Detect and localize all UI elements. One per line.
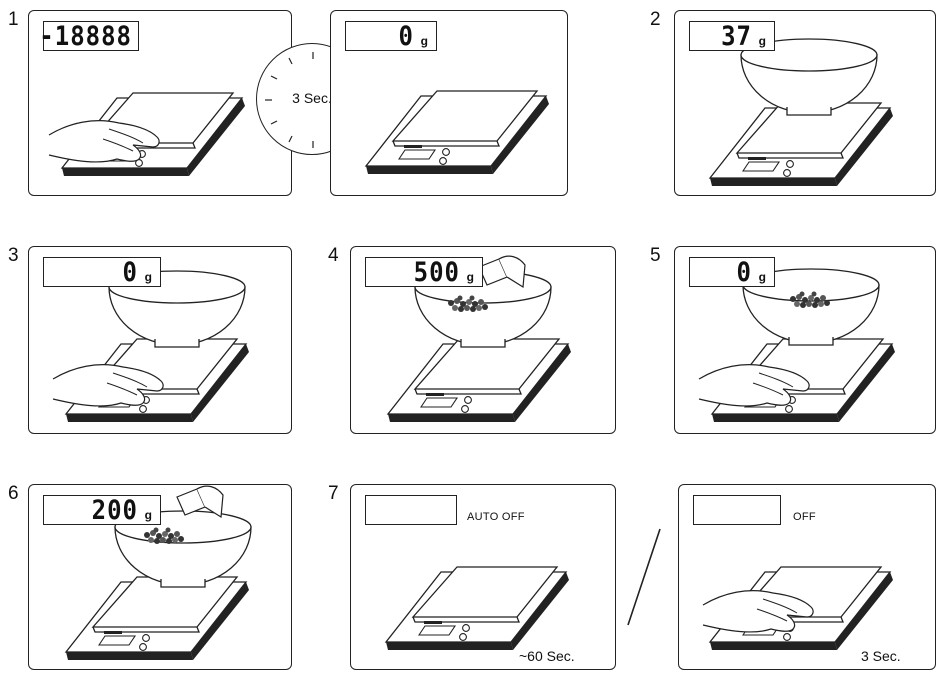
display-value: 0: [737, 258, 752, 287]
display-unit: g: [759, 271, 766, 283]
scale-display-blank: [693, 495, 781, 525]
scale-display: -18888: [43, 21, 139, 51]
off-duration: 3 Sec.: [861, 649, 901, 663]
step-number-3: 3: [8, 246, 19, 265]
display-value: 0: [123, 258, 138, 287]
display-unit: g: [145, 271, 152, 283]
display-value: 500: [414, 258, 460, 287]
step-number-5: 5: [650, 246, 661, 265]
step-1-panel-zero: 0 g: [330, 10, 568, 196]
scale-display: 0 g: [689, 257, 775, 287]
step-number-2: 2: [650, 10, 661, 29]
scale-display-blank: [365, 495, 457, 525]
step-6-panel: 200 g: [28, 484, 292, 670]
step-number-1: 1: [8, 10, 19, 29]
step-2-panel: 37 g: [674, 10, 936, 196]
off-label: OFF: [793, 512, 816, 523]
scale-display: 500 g: [365, 257, 483, 287]
scale-display: 200 g: [43, 495, 161, 525]
scale-display: 0 g: [43, 257, 161, 287]
auto-off-duration: ~60 Sec.: [519, 649, 575, 663]
step-number-7: 7: [328, 484, 339, 503]
display-value: 37: [721, 22, 752, 51]
step-number-4: 4: [328, 246, 339, 265]
step-1-panel-on: -18888: [28, 10, 292, 196]
step-number-6: 6: [8, 484, 19, 503]
auto-off-label: AUTO OFF: [467, 512, 525, 523]
display-unit: g: [421, 35, 428, 47]
display-unit: g: [759, 35, 766, 47]
scale-display: 0 g: [345, 21, 437, 51]
step-7-panel-auto-off: AUTO OFF ~60 Sec.: [350, 484, 616, 670]
display-value: -18888: [39, 22, 132, 51]
display-unit: g: [145, 509, 152, 521]
step-4-panel: 500 g: [350, 246, 616, 434]
display-unit: g: [467, 271, 474, 283]
step-3-panel: 0 g: [28, 246, 292, 434]
display-value: 0: [399, 22, 414, 51]
step-7-panel-off: OFF 3 Sec.: [678, 484, 936, 670]
step-5-panel: 0 g: [674, 246, 936, 434]
scale-display: 37 g: [689, 21, 775, 51]
or-separator-slash: [618, 525, 668, 629]
display-value: 200: [92, 496, 138, 525]
